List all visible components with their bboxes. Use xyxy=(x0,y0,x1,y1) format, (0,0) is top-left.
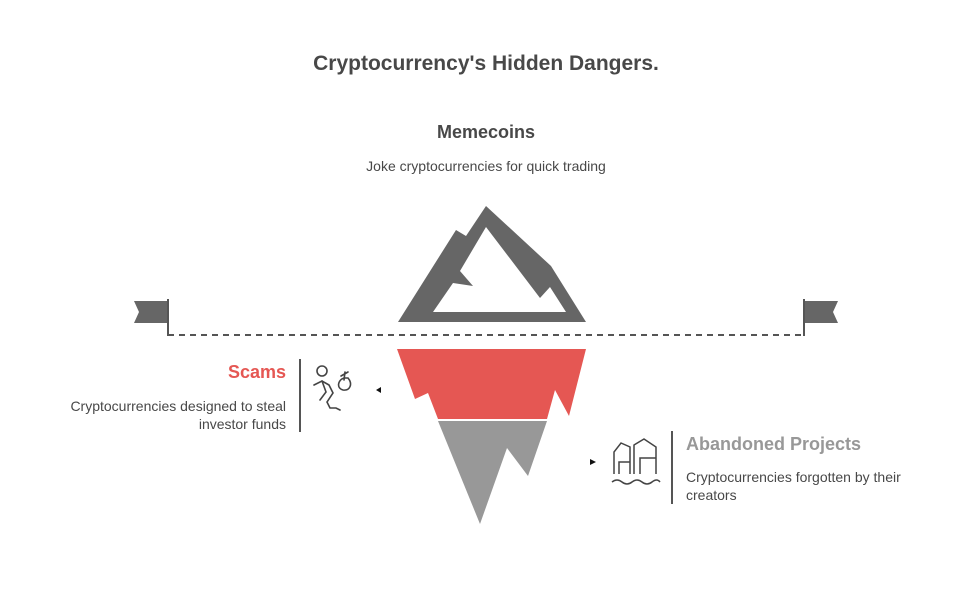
abandoned-description: Cryptocurrencies forgotten by their crea… xyxy=(686,469,901,503)
scams-heading: Scams xyxy=(227,362,286,382)
abandoned-heading: Abandoned Projects xyxy=(686,434,862,454)
left-flag-icon xyxy=(134,299,169,336)
memecoins-heading: Memecoins xyxy=(436,122,536,142)
iceberg-abandoned-layer xyxy=(438,421,547,524)
diagram-title: Cryptocurrency's Hidden Dangers. xyxy=(313,52,659,75)
iceberg-tip xyxy=(398,206,586,322)
memecoins-description: Joke cryptocurrencies for quick trading xyxy=(366,158,606,174)
thief-with-bag-icon xyxy=(313,365,352,411)
right-flag-icon xyxy=(803,299,838,336)
iceberg-scams-layer xyxy=(397,349,586,419)
abandoned-divider xyxy=(671,431,673,504)
scams-divider xyxy=(299,359,301,432)
scams-description: Cryptocurrencies designed to steal inves… xyxy=(70,398,286,432)
flooded-buildings-icon xyxy=(611,438,661,485)
abandoned-pointer-icon xyxy=(590,459,596,465)
scams-pointer-icon xyxy=(376,387,381,393)
